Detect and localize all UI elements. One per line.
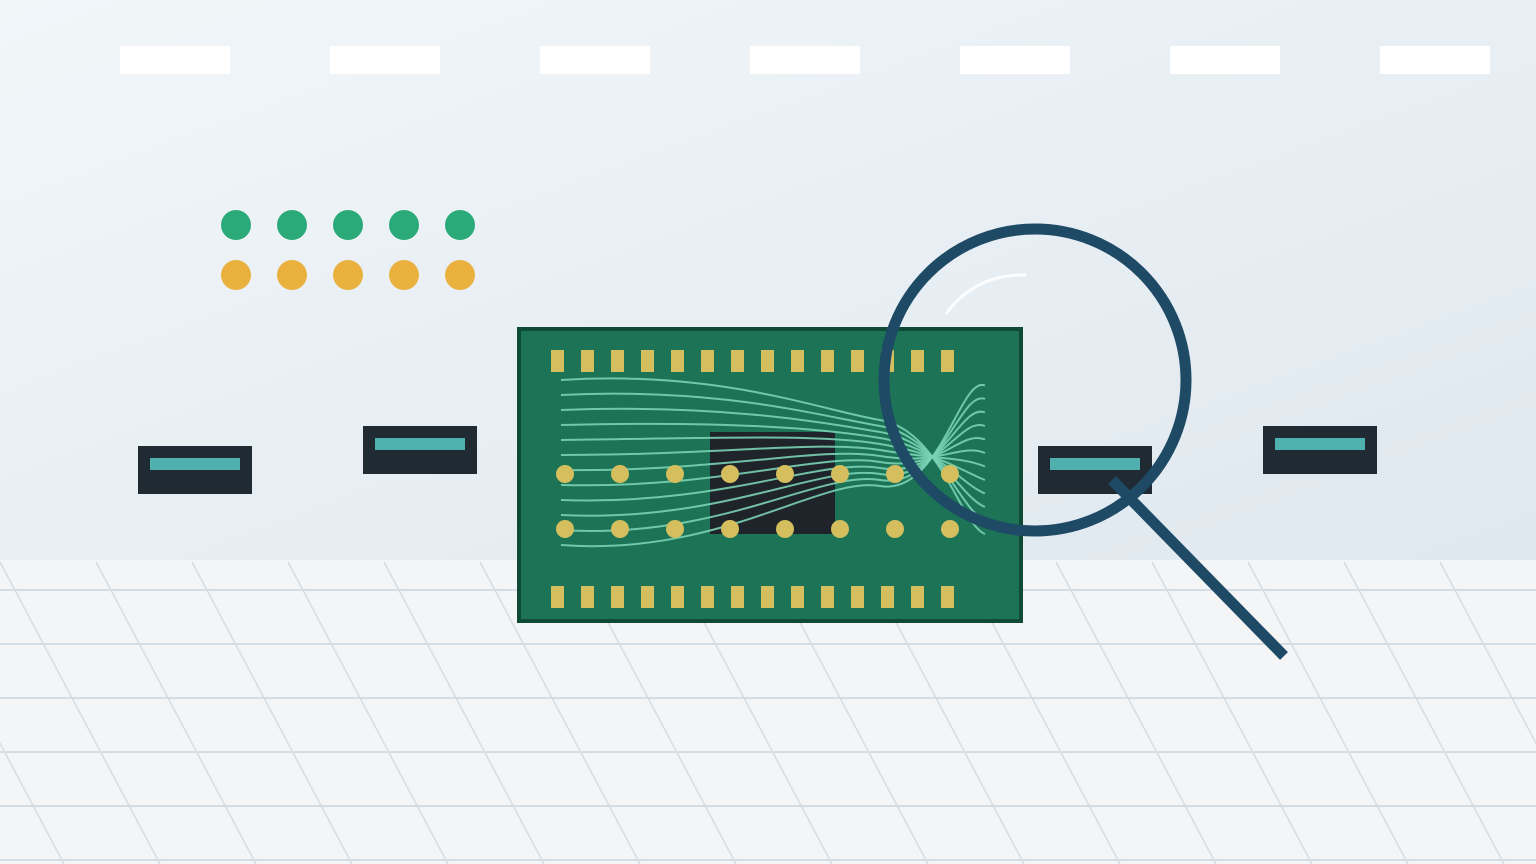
status-dot-amber [221, 260, 251, 290]
board-pad-bottom [911, 586, 924, 608]
lane-marks [120, 46, 1490, 74]
solder-dot [831, 465, 849, 483]
board-pad-top [671, 350, 684, 372]
solder-dot [611, 465, 629, 483]
board-trace [560, 445, 986, 468]
lane-mark [330, 46, 440, 74]
board-trace [560, 392, 986, 522]
connector-pins [150, 458, 240, 470]
board-pad-top [821, 350, 834, 372]
board-pad-top [551, 350, 564, 372]
status-dot-green [445, 210, 475, 240]
board-pad-top [581, 350, 594, 372]
solder-dot [941, 520, 959, 538]
status-indicators [221, 210, 475, 290]
board-pad-top [641, 350, 654, 372]
lane-mark [1380, 46, 1490, 74]
floor-grid-diagonal [1343, 561, 1505, 864]
solder-dot [886, 465, 904, 483]
board-pad-top [761, 350, 774, 372]
status-dot-amber [389, 260, 419, 290]
magnifier-icon [878, 223, 1288, 660]
board-pad-top [701, 350, 714, 372]
board-pad-bottom [671, 586, 684, 608]
floor-grid-diagonal [479, 561, 641, 864]
connector-pins [375, 438, 465, 450]
connector-pins [1050, 458, 1140, 470]
lane-mark [540, 46, 650, 74]
board-pad-bottom [791, 586, 804, 608]
board-pad-top [791, 350, 804, 372]
status-dot-green [389, 210, 419, 240]
lane-mark [1170, 46, 1280, 74]
solder-dot [886, 520, 904, 538]
magnifier-glint [944, 273, 1027, 315]
solder-dot [831, 520, 849, 538]
floor-grid [0, 561, 1536, 864]
lane-mark [120, 46, 230, 74]
board-pad-bottom [731, 586, 744, 608]
status-dot-amber [333, 260, 363, 290]
connectors [138, 426, 1377, 494]
board-pad-top [941, 350, 954, 372]
solder-dot [721, 465, 739, 483]
solder-dot [776, 520, 794, 538]
status-dot-green [277, 210, 307, 240]
floor-grid-diagonal [95, 561, 257, 864]
floor-grid-diagonal [1439, 561, 1536, 745]
solder-dot [666, 465, 684, 483]
board-pad-bottom [611, 586, 624, 608]
solder-dot [721, 520, 739, 538]
board-trace [560, 436, 986, 481]
solder-dot [611, 520, 629, 538]
solder-dot [776, 465, 794, 483]
floor-grid-diagonal [1151, 561, 1313, 864]
floor-grid-diagonal [0, 561, 161, 864]
solder-dot [556, 520, 574, 538]
board-pad-top [731, 350, 744, 372]
board-pad-bottom [851, 586, 864, 608]
status-dot-green [333, 210, 363, 240]
board-pad-bottom [761, 586, 774, 608]
board-pad-bottom [701, 586, 714, 608]
board-pad-top [611, 350, 624, 372]
board-pad-bottom [941, 586, 954, 608]
connector-pins [1275, 438, 1365, 450]
board-trace [560, 384, 986, 548]
board-pad-top [911, 350, 924, 372]
board-pad-bottom [551, 586, 564, 608]
floor-grid-diagonal [383, 561, 545, 864]
board-pad-bottom [641, 586, 654, 608]
circuit-board-icon [517, 327, 1023, 623]
floor-grid-diagonal [287, 561, 449, 864]
board-pad-bottom [821, 586, 834, 608]
board-trace [560, 377, 986, 535]
magnifier-lens-ring [878, 223, 1192, 537]
lane-mark [960, 46, 1070, 74]
board-pad-bottom [881, 586, 894, 608]
board-pad-top [851, 350, 864, 372]
board-trace [560, 407, 986, 508]
solder-dot [941, 465, 959, 483]
solder-dot [666, 520, 684, 538]
floor-grid-diagonal [0, 741, 65, 864]
magnifier-handle [1108, 476, 1288, 660]
lane-mark [750, 46, 860, 74]
board-pad-bottom [581, 586, 594, 608]
status-dot-amber [277, 260, 307, 290]
solder-dots [556, 465, 959, 538]
floor-grid-diagonal [1247, 561, 1409, 864]
floor-grid-diagonal [1055, 561, 1217, 864]
floor-grid-diagonal [191, 561, 353, 864]
board-trace [560, 423, 986, 502]
status-dot-amber [445, 260, 475, 290]
board-trace [560, 410, 986, 517]
status-dot-green [221, 210, 251, 240]
solder-dot [556, 465, 574, 483]
